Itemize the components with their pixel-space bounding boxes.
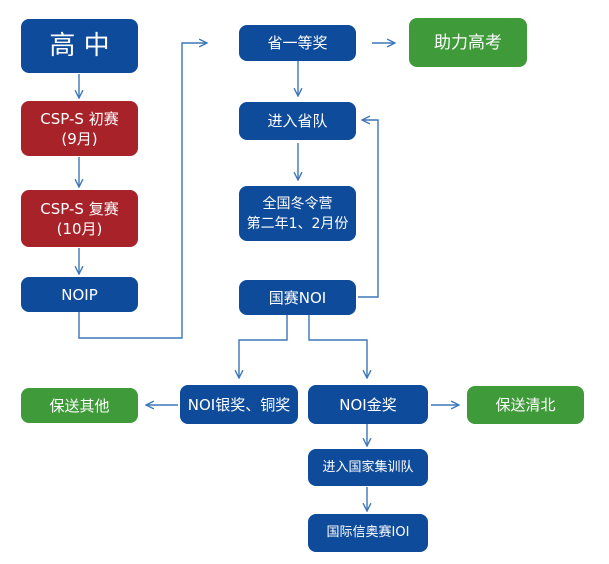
node-noip-label: NOIP [61,285,98,304]
node-gaokao: 助力高考 [409,18,527,67]
node-noi-label: 国赛NOI [268,288,327,307]
node-winter-camp-line1: 全国冬令营 [262,195,333,212]
node-csp-first-line1: CSP-S 初赛 [40,109,119,128]
edge-noi-to-provincial-team [358,120,379,298]
node-gaokao-label: 助力高考 [434,32,502,53]
node-csp-second: CSP-S 复赛 (10月) [21,190,138,247]
node-winter-camp-line2: 第二年1、2月份 [246,215,349,232]
node-noi: 国赛NOI [239,280,356,315]
node-recommend-other: 保送其他 [21,388,138,423]
node-recommend-other-label: 保送其他 [49,396,110,415]
node-recommend-qingbei: 保送清北 [467,386,584,424]
edge-noip-to-provincial-first [78,43,207,339]
node-noi-gold-label: NOI金奖 [339,395,397,414]
node-noi-silver-bronze: NOI银奖、铜奖 [180,385,298,424]
node-provincial-team: 进入省队 [239,102,356,140]
node-gaozhong: 高 中 [21,19,138,73]
node-winter-camp: 全国冬令营 第二年1、2月份 [239,186,356,241]
node-noi-silver-bronze-label: NOI银奖、铜奖 [187,395,291,414]
node-ioi: 国际信奥赛IOI [308,514,428,552]
node-national-team-label: 进入国家集训队 [322,459,414,475]
node-provincial-team-label: 进入省队 [267,112,328,130]
node-csp-second-line1: CSP-S 复赛 [40,199,119,218]
node-gaozhong-label: 高 中 [49,31,110,61]
node-csp-first: CSP-S 初赛 (9月) [21,101,138,156]
node-recommend-qingbei-label: 保送清北 [495,396,556,414]
node-csp-first-line2: (9月) [61,129,98,148]
node-noi-gold: NOI金奖 [308,385,428,424]
node-provincial-first-label: 省一等奖 [267,34,328,52]
edge-noi-to-silver-bronze [239,315,288,378]
edge-noi-to-gold [308,315,367,378]
node-provincial-first: 省一等奖 [239,25,356,61]
node-noip: NOIP [21,277,138,312]
node-ioi-label: 国际信奥赛IOI [326,525,410,540]
node-csp-second-line2: (10月) [56,219,103,238]
node-national-team: 进入国家集训队 [308,449,428,486]
